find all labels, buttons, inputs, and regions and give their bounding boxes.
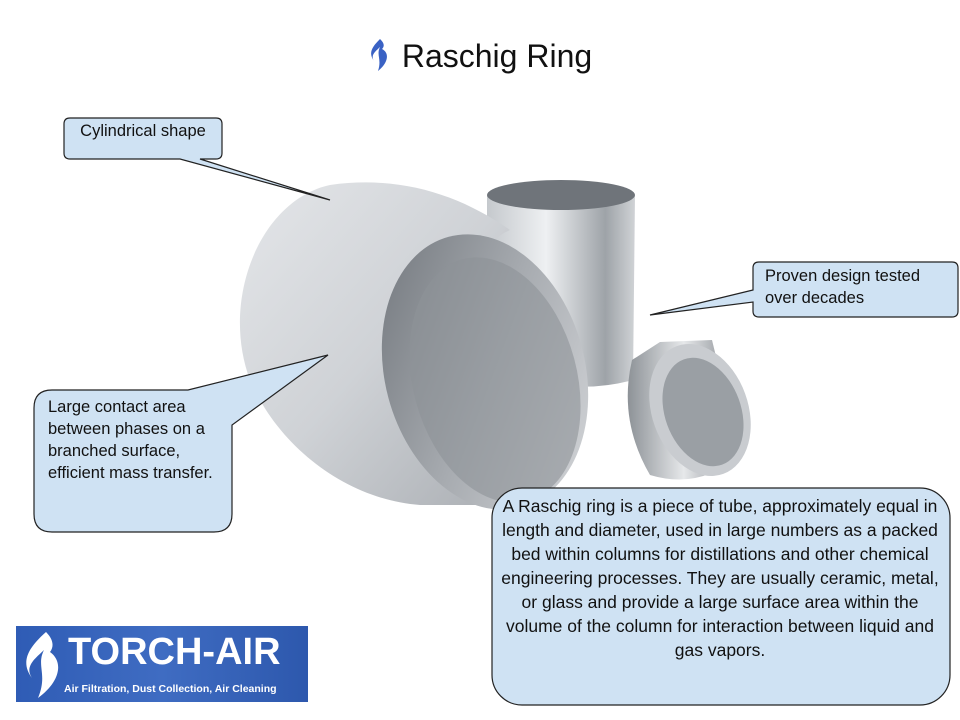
callout-design-bubble: [649, 261, 959, 318]
callout-contact: Large contact area between phases on a b…: [48, 398, 213, 482]
flame-logo-icon: [26, 632, 59, 698]
callout-contact-bubble: [33, 354, 329, 533]
large-ring: [239, 182, 589, 510]
callout-shape-bubble: [63, 117, 331, 201]
logo-tagline: Air Filtration, Dust Collection, Air Cle…: [64, 683, 277, 695]
torch-air-logo: TORCH-AIR Air Filtration, Dust Collectio…: [16, 626, 308, 702]
description-box: [491, 487, 951, 706]
flame-icon: [368, 39, 390, 80]
callout-design: Proven design tested over decades: [765, 267, 921, 307]
page-title: Raschig Ring: [0, 36, 960, 80]
callout-shape: Cylindrical shape: [80, 122, 206, 140]
title-text: Raschig Ring: [401, 38, 593, 74]
small-ring: [627, 340, 751, 480]
description-text: A Raschig ring is a piece of tube, appro…: [501, 496, 939, 660]
logo-brand: TORCH-AIR: [68, 631, 281, 673]
